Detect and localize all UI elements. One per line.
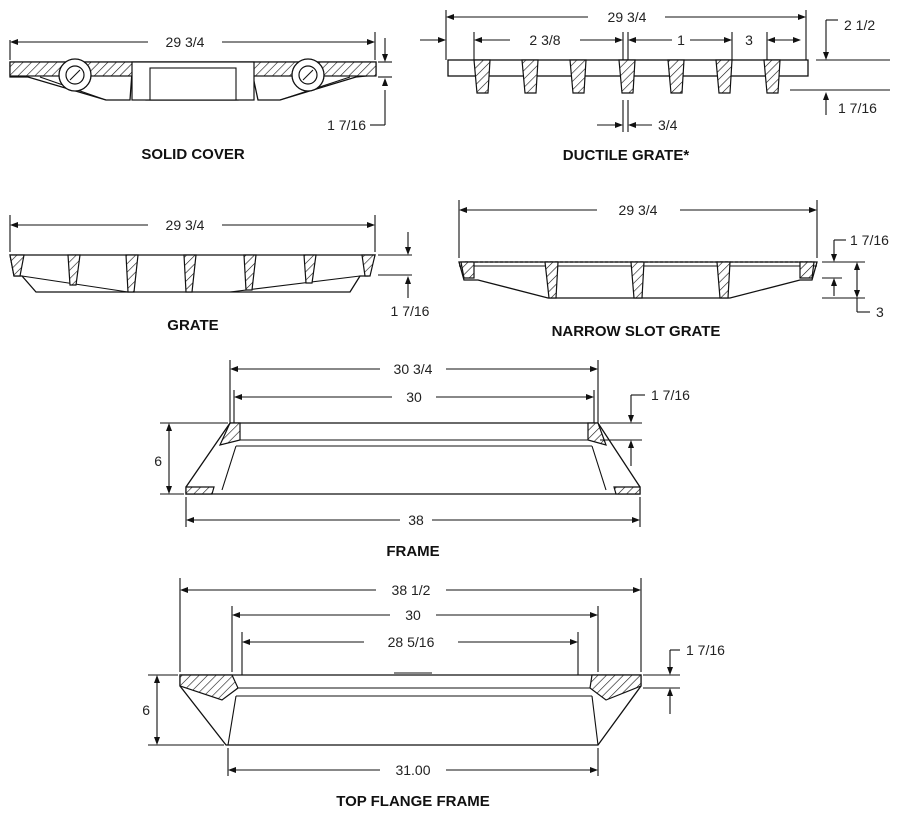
solid-cover-title: SOLID COVER [141, 146, 245, 163]
top-flange-outer-label: 38 1/2 [392, 582, 431, 598]
solid-cover-width-label: 29 3/4 [166, 34, 205, 50]
frame-outer-top-label: 30 3/4 [394, 361, 433, 377]
grate-title: GRATE [167, 317, 218, 334]
frame-inner-top-label: 30 [406, 389, 422, 405]
ductile-grate-bar-width-label: 3/4 [658, 117, 678, 133]
grate-depth-label: 1 7/16 [391, 303, 430, 319]
ductile-grate-depth-small-label: 1 7/16 [838, 100, 877, 116]
ductile-grate-depth-label: 2 1/2 [844, 17, 875, 33]
top-flange-mid-label: 30 [405, 607, 421, 623]
top-flange-inner-label: 28 5/16 [388, 634, 435, 650]
top-flange-height-label: 6 [142, 702, 150, 718]
grate-drawing: 29 3/4 1 7/16 GRATE [9, 215, 430, 334]
solid-cover-drawing: 29 3/4 1 7/16 SOLID COVER [9, 32, 392, 163]
top-flange-frame-title: TOP FLANGE FRAME [336, 793, 490, 810]
narrow-slot-grate-height-label: 3 [876, 304, 884, 320]
frame-ledge-label: 1 7/16 [651, 387, 690, 403]
solid-cover-depth-label: 1 7/16 [327, 117, 366, 133]
ductile-grate-bar-spacing-label: 2 3/8 [529, 32, 560, 48]
top-flange-frame-drawing: 38 1/2 30 28 5/16 6 1 7/ [142, 578, 725, 810]
ductile-grate-spacing-1-label: 1 [677, 32, 685, 48]
grate-width-label: 29 3/4 [166, 217, 205, 233]
ductile-grate-width-label: 29 3/4 [608, 9, 647, 25]
top-flange-ledge-label: 1 7/16 [686, 642, 725, 658]
frame-drawing: 30 3/4 30 6 1 7/16 [154, 360, 690, 560]
narrow-slot-grate-depth-label: 1 7/16 [850, 232, 889, 248]
frame-bottom-label: 38 [408, 512, 424, 528]
ductile-grate-spacing-3-label: 3 [745, 32, 753, 48]
ductile-grate-title: DUCTILE GRATE* [563, 147, 690, 164]
frame-height-label: 6 [154, 453, 162, 469]
narrow-slot-grate-title: NARROW SLOT GRATE [552, 323, 721, 340]
narrow-slot-grate-width-label: 29 3/4 [619, 202, 658, 218]
frame-title: FRAME [386, 543, 439, 560]
top-flange-bottom-label: 31.00 [395, 762, 430, 778]
ductile-grate-drawing: 29 3/4 2 3/8 1 3 [420, 9, 890, 164]
narrow-slot-grate-drawing: 29 3/4 1 7/16 3 NARROW SLOT GRATE [458, 200, 889, 340]
